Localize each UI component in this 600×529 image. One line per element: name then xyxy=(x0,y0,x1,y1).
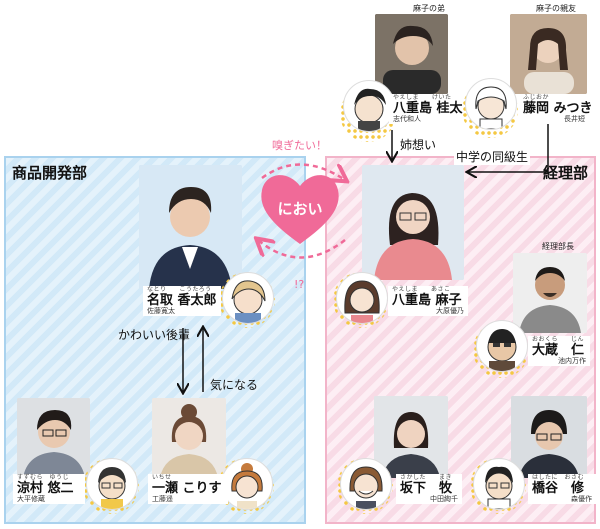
anime-mitsuki xyxy=(465,78,517,130)
label-keita: やえしま けいた 八重島 桂太 志代和人 xyxy=(389,94,463,124)
anime-osamu xyxy=(473,458,525,510)
anime-yuji xyxy=(86,458,138,510)
anime-keita xyxy=(343,80,395,132)
label-osamu: はしたに おさむ 橋谷 修 森優作 xyxy=(528,474,596,504)
caption-brother: 麻子の弟 xyxy=(413,4,445,13)
photo-jin xyxy=(513,253,587,333)
smell-label: におい xyxy=(277,200,323,218)
label-maki: さかした まき 坂下 牧 中田絢千 xyxy=(396,474,462,504)
rel-want-smell: 嗅ぎたい！ xyxy=(272,139,327,152)
label-asako: やえしま あさこ 八重島 麻子 大原優乃 xyxy=(388,286,468,316)
dept-label-product: 商品開発部 xyxy=(12,164,88,182)
label-jin: おおくら じん 大蔵 仁 池内万作 xyxy=(528,336,590,366)
photo-maki xyxy=(374,396,448,478)
anime-jin xyxy=(476,320,528,372)
rel-cute-junior: かわいい後輩 xyxy=(118,328,191,342)
caption-friend: 麻子の親友 xyxy=(536,4,576,13)
photo-kotaro xyxy=(139,165,242,289)
rel-unknown: !? xyxy=(294,278,305,291)
photo-korisu xyxy=(152,398,226,478)
anime-maki xyxy=(340,458,392,510)
arc-want-smell xyxy=(261,163,345,180)
label-mitsuki: ふじおか 藤岡 みつき 長井短 xyxy=(519,94,593,124)
anime-asako xyxy=(336,272,388,324)
arrow-classmate xyxy=(468,124,549,172)
photo-yuji xyxy=(17,398,90,478)
anime-kotaro xyxy=(222,272,274,324)
rel-curious: 気になる xyxy=(210,378,259,392)
heart-icon xyxy=(261,175,339,244)
dept-label-accounting: 経理部 xyxy=(542,164,588,182)
label-korisu: いちせ 一瀬 こりす 工藤遥 xyxy=(148,474,228,504)
arc-unknown xyxy=(258,240,346,259)
photo-keita xyxy=(375,14,448,94)
label-yuji: すずむら ゆうじ 涼村 悠二 大平修蔵 xyxy=(13,474,85,504)
anime-korisu xyxy=(221,458,273,510)
photo-osamu xyxy=(511,396,587,478)
rel-classmate: 中学の同級生 xyxy=(454,148,531,165)
photo-mitsuki xyxy=(510,14,587,94)
rel-sister: 姉想い xyxy=(398,136,439,153)
photo-asako xyxy=(362,165,464,280)
label-kotaro: なとり こうたろう 名取 香太郎 佐藤寛太 xyxy=(143,286,221,316)
caption-manager: 経理部長 xyxy=(542,242,574,251)
